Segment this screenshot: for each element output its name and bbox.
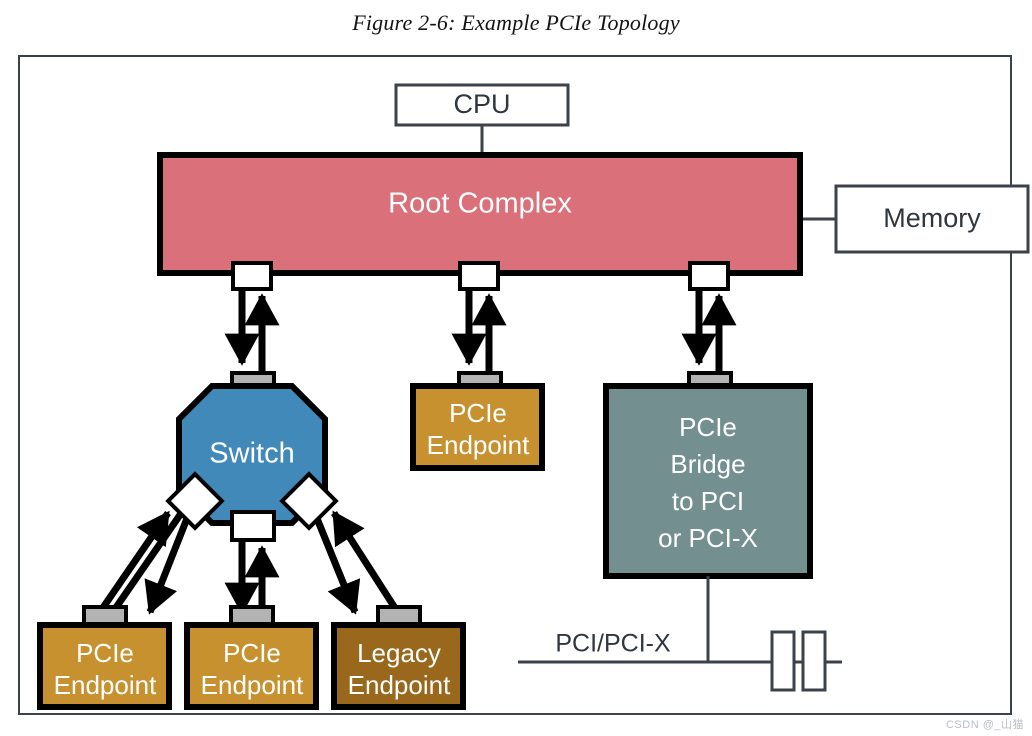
pci-slot-1[interactable]: [770, 630, 796, 692]
node-bridge-line3: to PCI: [672, 486, 744, 516]
downstream-port-endpoint[interactable]: [458, 261, 500, 291]
pci-bus: PCI/PCI-X: [518, 630, 842, 664]
downstream-port-switch-left[interactable]: [165, 471, 225, 531]
node-bridge-line4: or PCI-X: [658, 523, 758, 553]
node-endpoint-right-line2: Endpoint: [427, 430, 530, 460]
node-endpoint-right-line1: PCIe: [449, 398, 507, 428]
link-switch-to-endpoint-left-arrows: [144, 514, 192, 615]
node-root-complex[interactable]: Root Complex: [157, 152, 803, 276]
node-bridge-line1: PCIe: [679, 412, 737, 442]
node-endpoint-bottom-left[interactable]: PCIe Endpoint: [37, 622, 172, 710]
link-switch-to-endpoint-right: [312, 510, 407, 624]
node-endpoint-bottom-mid-line1: PCIe: [223, 638, 281, 668]
link-switch-to-endpoint-left: [97, 510, 185, 624]
node-endpoint-bottom-left-line1: PCIe: [76, 638, 134, 668]
node-cpu[interactable]: CPU: [394, 83, 570, 127]
link-root-complex-to-endpoint: [451, 283, 507, 380]
pci-bus-label: PCI/PCI-X: [555, 630, 671, 658]
node-endpoint-bottom-right-line1: Legacy: [357, 638, 441, 668]
node-endpoint-bottom-mid[interactable]: PCIe Endpoint: [184, 622, 319, 710]
downstream-port-switch-mid[interactable]: [230, 510, 276, 542]
node-endpoint-bottom-right[interactable]: Legacy Endpoint: [331, 622, 466, 710]
node-endpoint-bottom-mid-line2: Endpoint: [201, 670, 304, 700]
downstream-port-bridge[interactable]: [688, 261, 730, 291]
node-switch[interactable]: Switch: [176, 383, 328, 526]
watermark: CSDN @_山猫: [945, 719, 1024, 731]
node-endpoint-bottom-left-line2: Endpoint: [54, 670, 157, 700]
node-cpu-label: CPU: [453, 89, 510, 119]
node-memory[interactable]: Memory: [834, 184, 1030, 254]
link-root-complex-to-switch: [224, 283, 280, 380]
downstream-port-switch-right[interactable]: [279, 471, 339, 531]
node-endpoint-bottom-right-line2: Endpoint: [348, 670, 451, 700]
node-memory-label: Memory: [883, 203, 981, 233]
node-bridge[interactable]: PCIe Bridge to PCI or PCI-X: [603, 383, 813, 579]
node-root-complex-label: Root Complex: [388, 188, 572, 220]
node-switch-label: Switch: [209, 438, 294, 470]
link-root-complex-to-bridge: [681, 283, 737, 380]
figure-title: Figure 2-6: Example PCIe Topology: [352, 10, 680, 35]
downstream-port-switch[interactable]: [231, 261, 273, 291]
node-endpoint-right[interactable]: PCIe Endpoint: [410, 383, 545, 471]
node-bridge-line2: Bridge: [670, 449, 745, 479]
pci-slot-2[interactable]: [801, 630, 827, 692]
